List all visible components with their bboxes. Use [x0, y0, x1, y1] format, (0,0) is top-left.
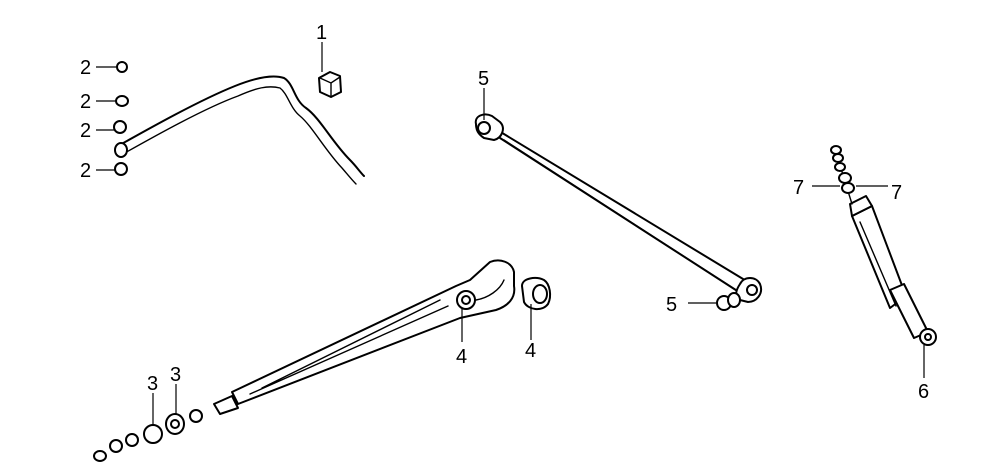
- bushing-part-3-a: [143, 424, 163, 444]
- shock-absorber: [830, 145, 937, 346]
- callout-4-a: 4: [456, 346, 467, 368]
- callout-2-b: 2: [80, 91, 91, 113]
- callout-1: 1: [316, 22, 327, 44]
- callout-2-c: 2: [80, 120, 91, 142]
- callout-7-b: 7: [891, 182, 902, 204]
- bushing-part-3-b: [165, 413, 185, 435]
- callout-7-a: 7: [793, 177, 804, 199]
- callout-4-b: 4: [525, 340, 536, 362]
- callout-2-d: 2: [80, 160, 91, 182]
- callout-5-b: 5: [666, 294, 677, 316]
- shock-bushing-part-7: [838, 172, 855, 194]
- nut-part-2-d: [114, 162, 128, 176]
- trailing-arm: [213, 259, 516, 415]
- callout-6: 6: [918, 381, 929, 403]
- callout-3-b: 3: [170, 364, 181, 386]
- lateral-rod: [474, 113, 762, 303]
- leader-lines: [96, 42, 925, 425]
- nut-part-2-b: [115, 95, 129, 107]
- nut-part-2-c: [113, 120, 127, 134]
- callout-5-a: 5: [478, 68, 489, 90]
- stabilizer-bar: [114, 75, 365, 185]
- nut-part-2-a: [116, 61, 128, 73]
- callout-2-a: 2: [80, 57, 91, 79]
- lateral-rod-bushing-part-5: [716, 292, 741, 311]
- stabilizer-bushing-part-1: [318, 71, 342, 98]
- washers-and-nut: [93, 409, 203, 462]
- trailing-arm-bushing-part-4: [521, 277, 552, 310]
- callout-3-a: 3: [147, 373, 158, 395]
